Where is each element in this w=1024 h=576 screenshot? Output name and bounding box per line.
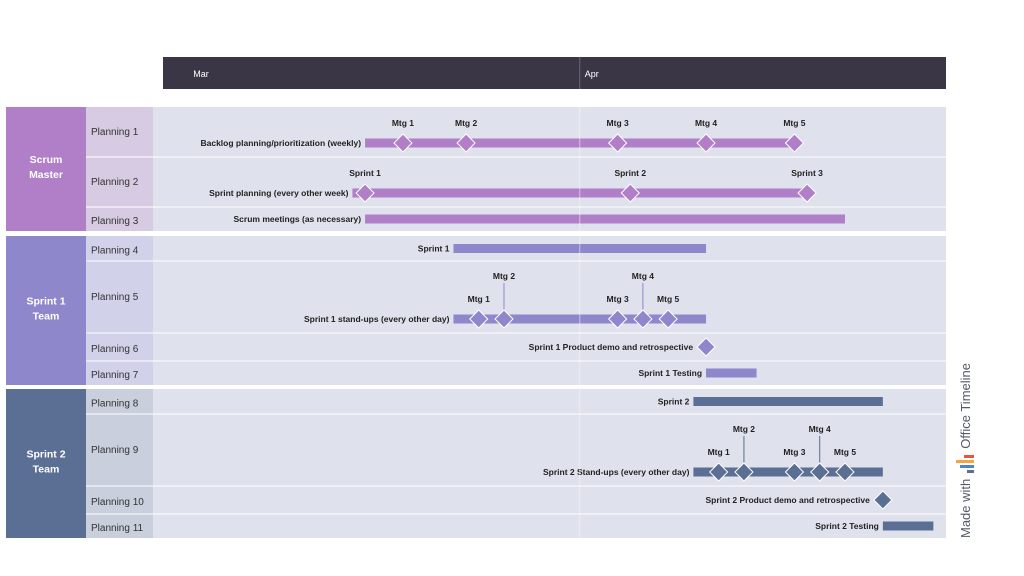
milestone-label: Mtg 1 [468, 294, 490, 304]
milestone-diamond [696, 133, 716, 153]
milestone-label: Mtg 5 [834, 447, 856, 457]
milestone-label: Sprint 3 [791, 168, 823, 178]
row-label: Planning 11 [91, 523, 144, 534]
task-label: Sprint 1 Product demo and retrospective [529, 342, 694, 352]
milestone-label: Sprint 1 [349, 168, 381, 178]
milestone-label: Mtg 2 [493, 271, 515, 281]
milestone-label: Mtg 3 [783, 447, 805, 457]
milestone-label: Mtg 4 [695, 118, 717, 128]
milestone-label: Mtg 3 [607, 294, 629, 304]
task-label: Sprint 2 [658, 397, 690, 407]
row-label: Planning 1 [91, 127, 139, 138]
swimlane-2-body [153, 236, 946, 385]
task-label: Sprint 2 Testing [815, 521, 879, 531]
swimlane-title: Sprint 1 [26, 296, 65, 308]
row-label: Planning 4 [91, 246, 139, 257]
row-label: Planning 10 [91, 497, 144, 508]
milestone-diamond [784, 133, 805, 153]
month-label: Apr [585, 69, 599, 79]
milestone-label: Mtg 2 [455, 118, 477, 128]
task-label: Sprint 2 Stand-ups (every other day) [543, 467, 690, 477]
milestone-diamond [355, 183, 375, 203]
milestone-diamond [620, 183, 640, 203]
swimlane-title: Team [33, 464, 60, 476]
month-label: Mar [193, 69, 209, 79]
task-label: Scrum meetings (as necessary) [234, 214, 362, 224]
milestone-label: Mtg 5 [783, 118, 805, 128]
row-label: Planning 8 [91, 399, 139, 410]
row-label: Planning 2 [91, 177, 139, 188]
milestone-label: Mtg 1 [708, 447, 730, 457]
watermark-brand: Office Timeline [957, 363, 973, 449]
milestone-diamond [494, 309, 514, 329]
milestone-diamond [835, 462, 855, 482]
milestone-diamond [784, 462, 805, 482]
row-label-column [86, 236, 153, 385]
row-label: Planning 6 [91, 344, 139, 355]
milestone-diamond [658, 309, 678, 329]
task-label: Sprint 1 stand-ups (every other day) [304, 314, 450, 324]
milestone-diamond [456, 133, 476, 153]
task-bar [365, 214, 845, 224]
row-label-column [86, 389, 153, 538]
swimlane-title: Master [29, 169, 63, 181]
swimlane-3-header [6, 389, 86, 538]
milestone-diamond [607, 309, 628, 329]
milestone-diamond [469, 309, 489, 329]
task-label: Sprint 2 Product demo and retrospective [705, 495, 870, 505]
milestone-diamond [696, 337, 716, 357]
office-timeline-logo-icon [956, 454, 974, 473]
swimlane-2-header [6, 236, 86, 385]
milestone-diamond [797, 183, 817, 203]
swimlane-1-header [6, 107, 86, 231]
task-bar [693, 397, 883, 406]
swimlane-title: Scrum [30, 154, 63, 166]
milestone-diamond [633, 309, 653, 329]
milestone-diamond [708, 462, 729, 482]
swimlane-1-body [153, 107, 946, 231]
row-label-column [86, 107, 153, 231]
milestone-label: Mtg 4 [809, 424, 831, 434]
watermark: Made with Office Timeline [956, 363, 974, 538]
milestone-label: Mtg 3 [607, 118, 629, 128]
milestone-label: Mtg 1 [392, 118, 414, 128]
task-label: Sprint 1 Testing [638, 368, 702, 378]
milestone-label: Mtg 4 [632, 271, 654, 281]
milestone-diamond [607, 133, 628, 153]
row-label: Planning 5 [91, 292, 139, 303]
row-label: Planning 9 [91, 445, 139, 456]
task-label: Backlog planning/prioritization (weekly) [200, 138, 361, 148]
milestone-diamond [810, 462, 830, 482]
task-label: Sprint 1 [418, 244, 450, 254]
task-bar [706, 368, 757, 378]
swimlane-title: Team [33, 311, 60, 323]
swimlane-title: Sprint 2 [26, 449, 65, 461]
task-label: Sprint planning (every other week) [209, 188, 349, 198]
milestone-diamond [393, 133, 413, 153]
milestone-label: Mtg 2 [733, 424, 755, 434]
milestone-diamond [873, 490, 893, 510]
swimlane-3-body [153, 389, 946, 538]
watermark-made-with: Made with [957, 478, 973, 538]
row-label: Planning 7 [91, 370, 139, 381]
timescale-bar [163, 57, 946, 89]
milestone-label: Mtg 5 [657, 294, 679, 304]
milestone-label: Sprint 2 [614, 168, 646, 178]
task-bar [882, 521, 934, 531]
milestone-diamond [734, 462, 754, 482]
row-label: Planning 3 [91, 216, 139, 227]
